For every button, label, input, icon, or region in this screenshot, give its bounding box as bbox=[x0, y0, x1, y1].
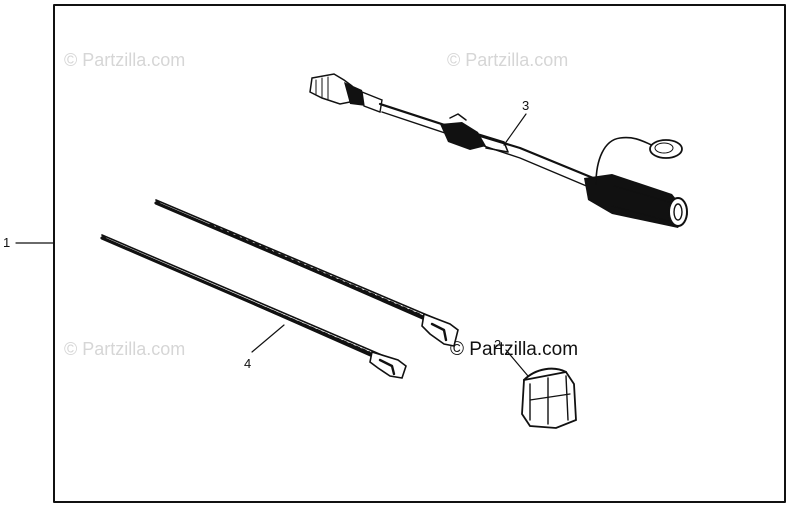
cable-part bbox=[309, 73, 688, 228]
callout-4-label: 4 bbox=[244, 356, 251, 371]
clip-part bbox=[521, 367, 577, 429]
watermark: © Partzilla.com bbox=[64, 50, 185, 70]
watermark: © Partzilla.com bbox=[64, 339, 185, 359]
callout-2-leader bbox=[505, 349, 529, 377]
callout-3-label: 3 bbox=[522, 98, 529, 113]
watermark: © Partzilla.com bbox=[450, 339, 578, 360]
callout-3-leader bbox=[503, 113, 527, 146]
cable-tie-lower bbox=[100, 234, 407, 379]
watermark: © Partzilla.com bbox=[447, 50, 568, 70]
callout-4-leader bbox=[251, 324, 285, 353]
callout-2-label: 2 bbox=[494, 337, 501, 352]
callout-1-label: 1 bbox=[3, 235, 10, 250]
cable-tie-upper bbox=[154, 199, 459, 347]
diagram-frame bbox=[53, 4, 786, 503]
